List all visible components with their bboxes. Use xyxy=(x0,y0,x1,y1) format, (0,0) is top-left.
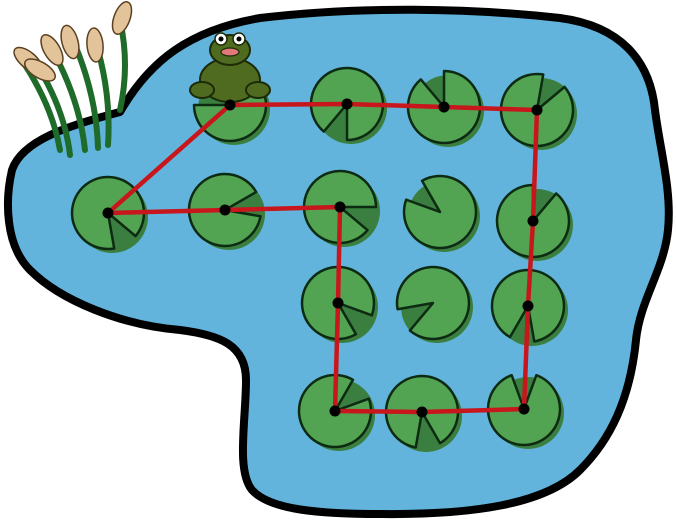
lily-pad xyxy=(395,265,473,343)
route-line xyxy=(105,101,540,415)
frog-pupil-left xyxy=(218,36,224,42)
cattail-head xyxy=(86,27,104,63)
cattail-head xyxy=(23,58,57,82)
route-node xyxy=(329,405,341,417)
cattail-head xyxy=(111,1,133,35)
cattail-head xyxy=(40,33,64,67)
lily-pad xyxy=(499,72,577,150)
route-node xyxy=(438,101,450,113)
frog-pupil-right xyxy=(236,36,242,42)
route-node xyxy=(224,99,236,111)
lily-pad-leaf xyxy=(499,72,575,148)
cattail-head xyxy=(60,24,80,60)
route-path xyxy=(105,101,540,415)
route-node xyxy=(102,207,114,219)
route-node xyxy=(219,204,231,216)
lily-pad-leaf xyxy=(395,265,471,341)
cattail-reeds xyxy=(13,1,133,158)
lily-pad xyxy=(402,174,480,252)
frog-leg-left xyxy=(189,81,215,99)
route-node xyxy=(531,104,543,116)
route-node xyxy=(518,403,530,415)
frog-mouth xyxy=(220,47,240,57)
route-node xyxy=(332,297,344,309)
route-node xyxy=(527,215,539,227)
reed-stem xyxy=(72,42,101,151)
frog-leg-right xyxy=(245,81,271,99)
route-node xyxy=(416,406,428,418)
frog xyxy=(189,32,271,103)
route-node xyxy=(522,300,534,312)
lily-pad-leaf xyxy=(402,174,478,250)
route-node xyxy=(334,201,346,213)
route-nodes xyxy=(102,98,543,418)
lily-pads xyxy=(70,66,577,452)
route-node xyxy=(341,98,353,110)
